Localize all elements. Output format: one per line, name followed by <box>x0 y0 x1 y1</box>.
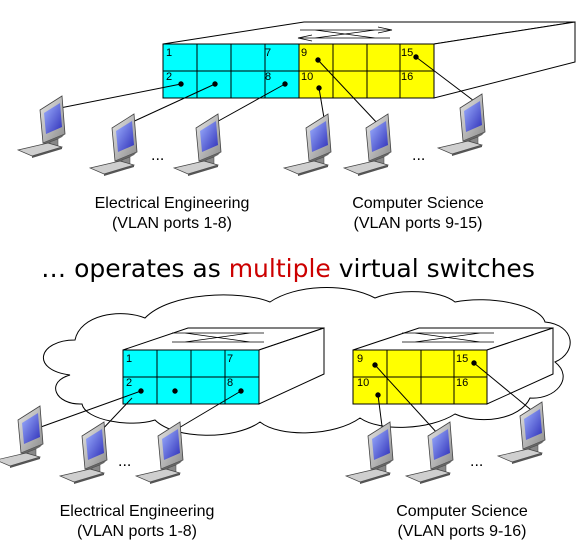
bottom-port-15: 15 <box>456 353 468 365</box>
computer-icon <box>135 421 189 485</box>
top-port-15: 15 <box>401 47 413 59</box>
bottom-port-7: 7 <box>227 353 233 365</box>
top-ellipsis-left: ... <box>151 147 164 164</box>
bottom-ee-caption-line2: (VLAN ports 1-8) <box>77 523 197 540</box>
bottom-port-1: 1 <box>126 353 132 365</box>
computer-icon <box>0 405 49 469</box>
computer-icon <box>59 421 113 485</box>
top-ee-caption-line1: Electrical Engineering <box>95 195 250 212</box>
computer-icon <box>283 113 337 177</box>
bottom-cs-caption-line1: Computer Science <box>396 503 528 520</box>
bottom-ellipsis-right: ... <box>470 453 483 470</box>
bottom-cs-caption-line2: (VLAN ports 9-16) <box>398 523 527 540</box>
middle-statement: … operates as multiple virtual switches <box>41 254 535 283</box>
top-port-7: 7 <box>265 47 271 59</box>
bottom-ellipsis-left: ... <box>118 453 131 470</box>
bottom-port-10: 10 <box>357 377 369 389</box>
bottom-port-8: 8 <box>227 377 233 389</box>
computer-icon <box>343 113 397 177</box>
bottom-port-16: 16 <box>456 377 468 389</box>
top-cs-caption-line1: Computer Science <box>352 195 484 212</box>
top-port-10: 10 <box>301 71 313 83</box>
computer-icon <box>173 113 227 177</box>
bottom-port-2: 2 <box>126 377 132 389</box>
top-ellipsis-right: ... <box>412 147 425 164</box>
top-cables <box>59 54 479 125</box>
top-port-8: 8 <box>265 71 271 83</box>
top-port-16: 16 <box>401 71 413 83</box>
computer-icon <box>437 93 491 157</box>
top-port-1: 1 <box>166 47 172 59</box>
top-port-9: 9 <box>301 47 307 59</box>
top-cs-caption-line2: (VLAN ports 9-15) <box>354 215 483 232</box>
computer-icon <box>405 421 459 485</box>
computer-icon <box>345 421 399 485</box>
bottom-ee-caption-line1: Electrical Engineering <box>60 503 215 520</box>
bottom-ee-switch <box>122 327 325 405</box>
computer-icon <box>17 95 71 159</box>
top-ee-caption-line2: (VLAN ports 1-8) <box>112 215 232 232</box>
top-port-2: 2 <box>166 71 172 83</box>
bottom-port-9: 9 <box>357 353 363 365</box>
computer-icon <box>89 113 143 177</box>
highlight-word: multiple <box>229 254 331 283</box>
top-switch <box>162 21 576 99</box>
